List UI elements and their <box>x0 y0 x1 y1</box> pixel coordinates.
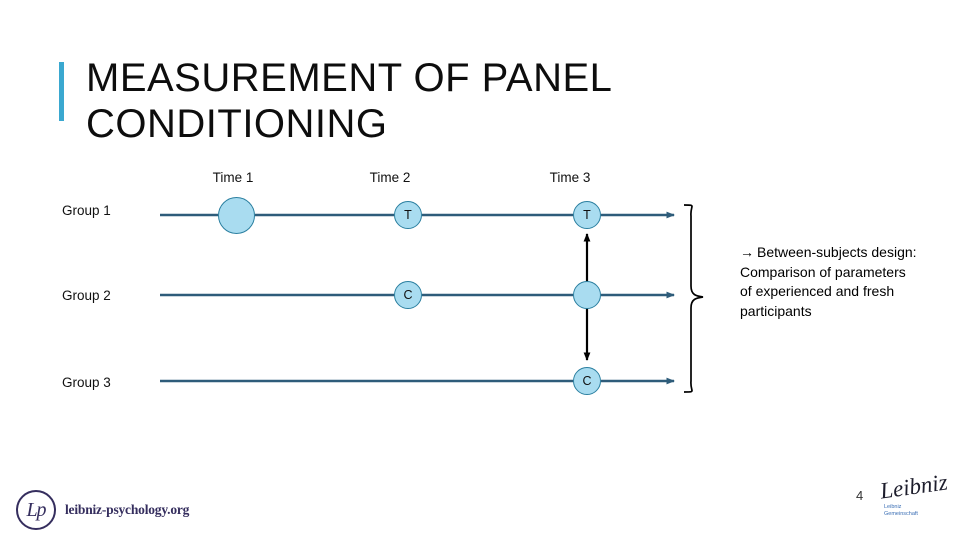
time-header-3: Time 3 <box>549 170 591 185</box>
annotation-arrow-icon: → <box>740 244 754 260</box>
leibniz-subtext-line1: Leibniz <box>884 504 902 510</box>
lp-monogram-icon: Lp <box>16 490 56 530</box>
between-subjects-annotation: →Between-subjects design: Comparison of … <box>740 243 920 321</box>
grouping-brace <box>683 204 704 393</box>
time-header-2: Time 2 <box>369 170 411 185</box>
time-header-1: Time 1 <box>212 170 254 185</box>
page-number: 4 <box>856 488 864 503</box>
group-label-2: Group 2 <box>62 288 111 303</box>
leibniz-psychology-logo: Lp leibniz-psychology.org <box>16 490 189 530</box>
title-accent-bar <box>59 62 64 121</box>
node-group1-time2: T <box>394 201 422 229</box>
page-title: MEASUREMENT OF PANEL CONDITIONING <box>86 56 611 146</box>
node-group2-time2: C <box>394 281 422 309</box>
footer-wordmark: leibniz-psychology.org <box>65 502 190 517</box>
leibniz-signature-icon: Leibniz <box>878 469 950 504</box>
leibniz-subtext-line2: Gemeinschaft <box>884 510 918 517</box>
node-group1-time1 <box>217 196 255 234</box>
group-label-3: Group 3 <box>62 375 111 390</box>
group-label-1: Group 1 <box>62 203 111 218</box>
node-group3-time3: C <box>573 367 601 395</box>
annotation-text: Between-subjects design: Comparison of p… <box>740 244 917 319</box>
node-group1-time3: T <box>573 201 601 229</box>
node-group2-time3 <box>573 281 601 309</box>
